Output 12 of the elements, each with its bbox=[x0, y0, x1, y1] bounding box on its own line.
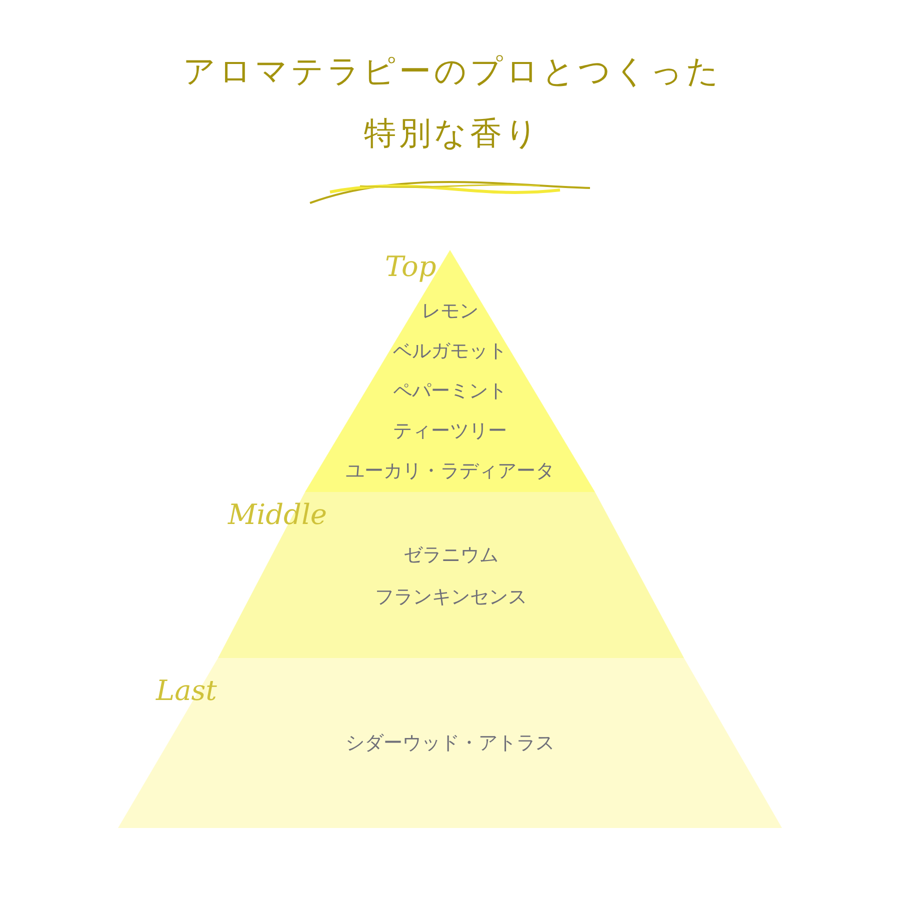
tier-heading: Top bbox=[385, 250, 436, 283]
tier-heading: Last bbox=[156, 674, 217, 707]
ingredient-label: レモン bbox=[420, 299, 480, 324]
ingredient-label: ユーカリ・ラディアータ bbox=[344, 459, 556, 484]
ingredient-label: ティーツリー bbox=[392, 419, 508, 444]
ingredient-label: ベルガモット bbox=[392, 339, 508, 364]
ingredient-label: ペパーミント bbox=[392, 379, 508, 404]
ingredient-label: ゼラニウム bbox=[402, 543, 500, 568]
ingredient-label: シダーウッド・アトラス bbox=[344, 731, 556, 756]
title: アロマテラピーのプロとつくった特別な香り bbox=[182, 51, 723, 154]
tier-heading: Middle bbox=[228, 498, 327, 531]
ingredient-label: フランキンセンス bbox=[374, 585, 528, 610]
